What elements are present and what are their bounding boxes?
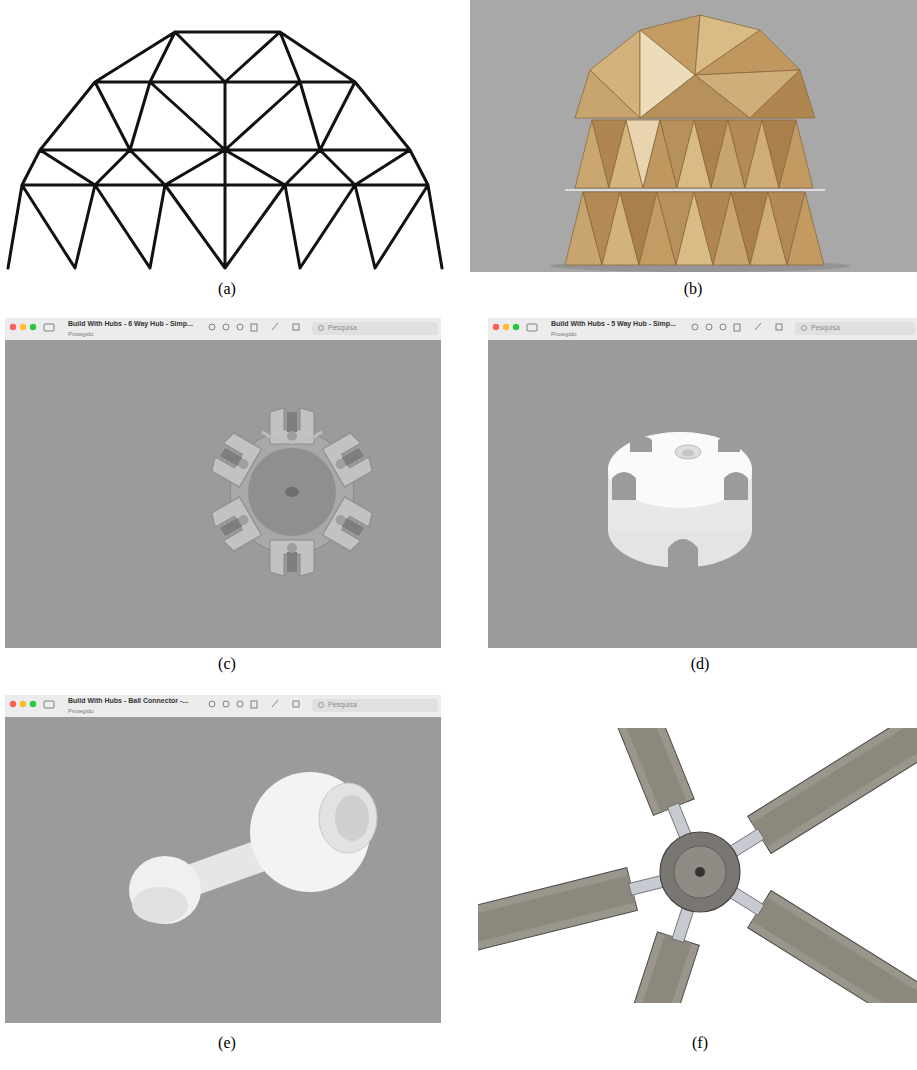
window-title: Build With Hubs - 5 Way Hub - Simp... bbox=[551, 320, 676, 327]
panel-label-box: (e) bbox=[177, 1034, 277, 1052]
window-subtitle-box: Protegido bbox=[551, 331, 577, 337]
window-subtitle: Protegido bbox=[68, 708, 94, 714]
search-placeholder-box: Pesquisa bbox=[811, 324, 840, 331]
window-subtitle: Protegido bbox=[68, 331, 94, 337]
window-title-box: Build With Hubs - 5 Way Hub - Simp... bbox=[551, 320, 676, 327]
window-title-box: Build With Hubs - 6 Way Hub - Simp... bbox=[68, 320, 193, 327]
window-subtitle-box: Protegido bbox=[68, 331, 94, 337]
panel-label: (b) bbox=[684, 280, 703, 297]
search-placeholder: Pesquisa bbox=[328, 701, 357, 708]
panel-label-box: (d) bbox=[650, 655, 750, 673]
panel-label-box: (c) bbox=[177, 655, 277, 673]
five-way-hub bbox=[608, 432, 752, 570]
preview-window bbox=[5, 695, 441, 1023]
dome-wireframe bbox=[8, 32, 442, 268]
search-placeholder-box: Pesquisa bbox=[328, 701, 357, 708]
search-placeholder: Pesquisa bbox=[328, 324, 357, 331]
six-way-hub bbox=[208, 408, 375, 576]
panel-label: (c) bbox=[218, 655, 236, 672]
panel-label: (a) bbox=[218, 280, 236, 297]
panel-label: (d) bbox=[691, 655, 710, 672]
window-title: Build With Hubs - 6 Way Hub - Simp... bbox=[68, 320, 193, 327]
preview-window bbox=[5, 318, 441, 648]
window-subtitle-box: Protegido bbox=[68, 708, 94, 714]
panel-label-box: (a) bbox=[177, 280, 277, 298]
search-placeholder-box: Pesquisa bbox=[328, 324, 357, 331]
preview-window bbox=[488, 318, 917, 648]
window-title-box: Build With Hubs - Ball Connector -... bbox=[68, 697, 188, 704]
panel-label: (f) bbox=[692, 1034, 708, 1051]
panel-label-box: (b) bbox=[643, 280, 743, 298]
wooden-dome bbox=[470, 0, 917, 272]
window-title: Build With Hubs - Ball Connector -... bbox=[68, 697, 188, 704]
search-placeholder: Pesquisa bbox=[811, 324, 840, 331]
panel-label-box: (f) bbox=[650, 1034, 750, 1052]
window-subtitle: Protegido bbox=[551, 331, 577, 337]
ball-connector bbox=[129, 772, 377, 924]
panel-label: (e) bbox=[218, 1034, 236, 1051]
hub-assembly bbox=[478, 728, 917, 1003]
